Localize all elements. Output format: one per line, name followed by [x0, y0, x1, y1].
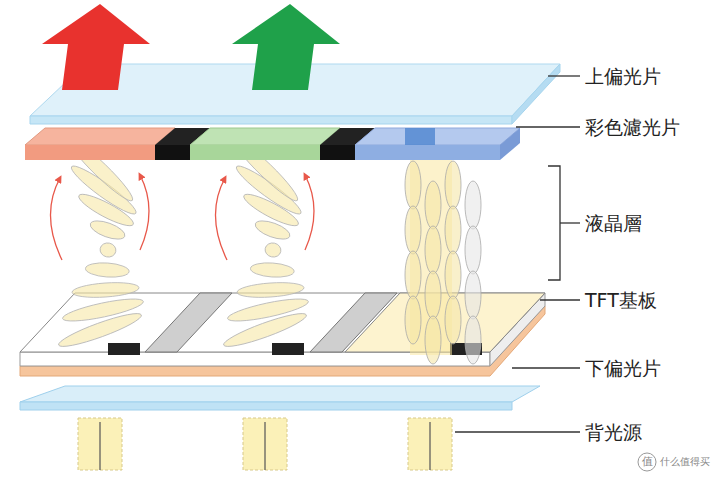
- rotation-arrow: [305, 175, 314, 250]
- lc-molecule: [226, 295, 310, 326]
- lc-molecule: [465, 181, 481, 229]
- lc-molecule: [405, 251, 421, 299]
- lower-polarizer: [20, 386, 540, 410]
- leader-lines: [455, 76, 580, 432]
- color-filter: [25, 128, 520, 160]
- lc-molecule: [425, 271, 441, 319]
- lc-molecule: [405, 161, 421, 209]
- lc-molecule: [61, 295, 145, 326]
- watermark: 值: [642, 455, 653, 468]
- lc-molecule: [264, 242, 282, 259]
- green-light-arrow: [232, 4, 340, 90]
- red-light-arrow: [42, 4, 150, 90]
- lc-molecule: [99, 242, 117, 259]
- lc-molecule: [465, 271, 481, 319]
- part-label: 液晶層: [585, 212, 642, 235]
- lc-molecule: [425, 316, 441, 364]
- lc-molecule: [425, 226, 441, 274]
- watermark: 什么值得买: [660, 456, 710, 468]
- lc-molecule: [85, 261, 130, 278]
- lc-molecule: [250, 261, 295, 278]
- backlight: [78, 418, 452, 470]
- lc-molecule: [465, 316, 481, 364]
- part-label: 背光源: [585, 421, 642, 444]
- lc-molecule: [237, 281, 305, 300]
- lc-molecule: [465, 226, 481, 274]
- lc-molecule: [445, 161, 461, 209]
- rotation-arrow: [140, 175, 149, 250]
- part-label: 下偏光片: [585, 357, 661, 380]
- rotation-arrow: [50, 178, 62, 260]
- part-label: 上偏光片: [585, 65, 661, 88]
- liquid-crystal: [56, 135, 481, 364]
- part-label: 彩色濾光片: [585, 116, 680, 139]
- lc-molecule: [445, 296, 461, 344]
- lc-molecule: [72, 281, 140, 300]
- lc-molecule: [425, 181, 441, 229]
- lc-molecule: [445, 206, 461, 254]
- watermark-logo: [638, 453, 656, 471]
- lc-molecule: [405, 206, 421, 254]
- rotation-arrow: [215, 178, 227, 260]
- lc-molecule: [445, 251, 461, 299]
- part-label: TFT基板: [585, 289, 657, 312]
- lc-molecule: [405, 296, 421, 344]
